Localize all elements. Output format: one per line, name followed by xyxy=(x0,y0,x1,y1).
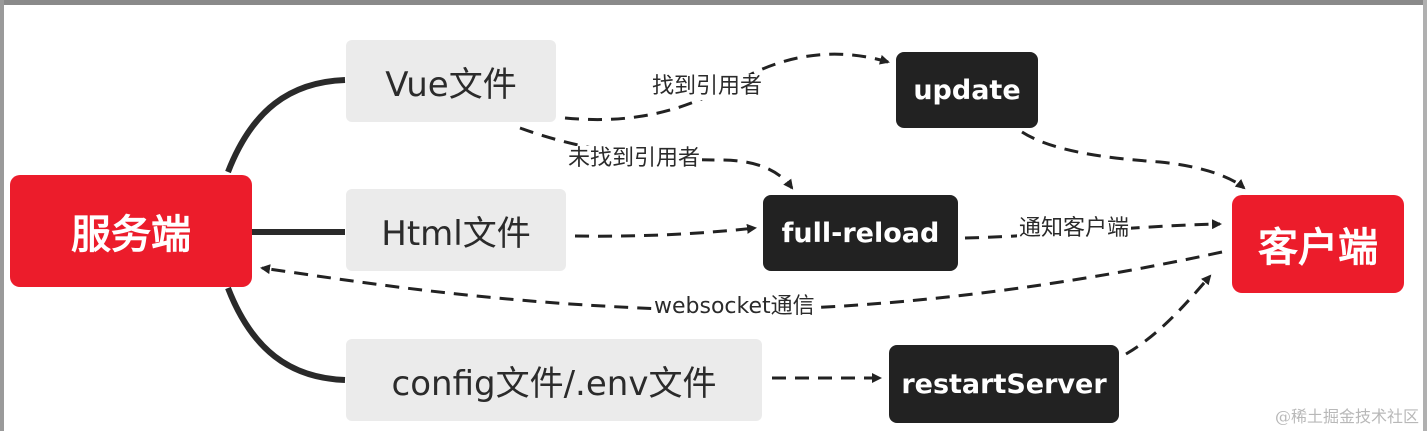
edge-label-notify-client: 通知客户端 xyxy=(1017,216,1132,242)
restart-to-client-arrow xyxy=(1125,274,1212,356)
edge-label-found-referrer: 找到引用者 xyxy=(650,74,765,100)
vue-to-full-reload-arrow xyxy=(519,126,794,190)
vue-to-update-arrow xyxy=(564,52,890,122)
html-file-node: Html文件 xyxy=(346,189,566,271)
update-node: update xyxy=(896,52,1038,128)
full-reload-node: full-reload xyxy=(763,195,958,271)
server-to-vue-line xyxy=(225,77,346,174)
server-node: 服务端 xyxy=(10,175,252,287)
watermark-text: @稀土掘金技术社区 xyxy=(1274,407,1419,426)
html-to-full-reload-arrow xyxy=(574,223,757,238)
restart-server-node: restartServer xyxy=(889,345,1119,423)
vue-file-node: Vue文件 xyxy=(346,40,556,122)
client-node: 客户端 xyxy=(1232,195,1404,293)
window-left-border xyxy=(0,0,4,431)
server-to-config-line xyxy=(225,286,346,383)
window-top-border xyxy=(0,0,1427,5)
update-to-client-arrow xyxy=(1021,130,1246,190)
edge-label-websocket: websocket通信 xyxy=(652,294,817,320)
edge-label-not-found-referrer: 未找到引用者 xyxy=(566,146,703,172)
window-right-border xyxy=(1423,0,1427,431)
config-file-node: config文件/.env文件 xyxy=(346,339,762,421)
